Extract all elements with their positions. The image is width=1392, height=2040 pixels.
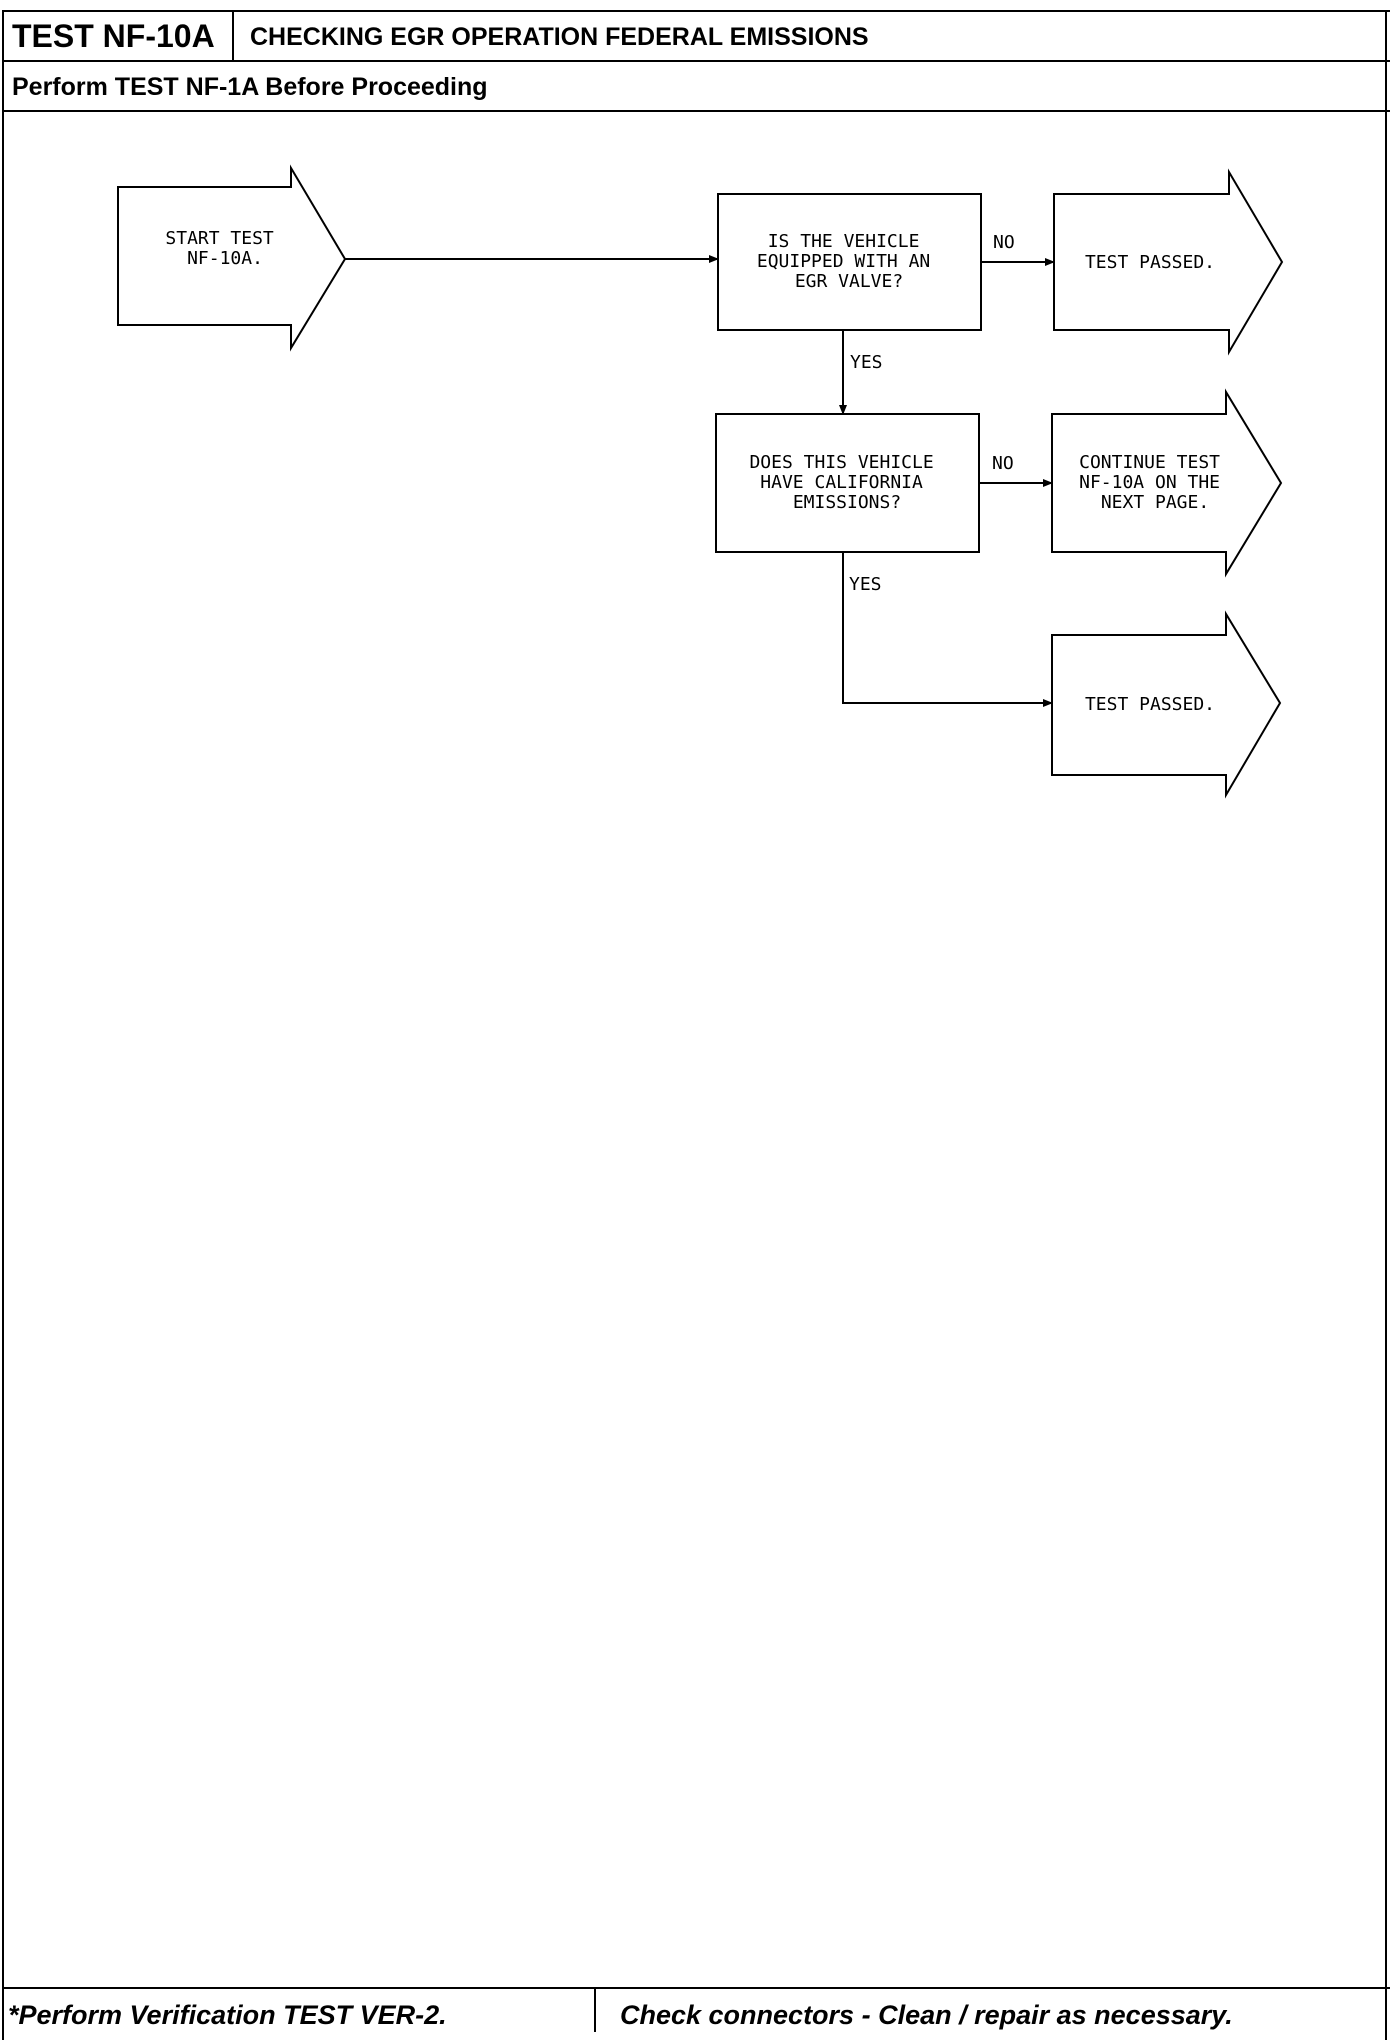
q2-no-label: NO: [992, 453, 1014, 474]
footer-bar: *Perform Verification TEST VER-2. Check …: [2, 1987, 1390, 2032]
q2-yes-label: YES: [849, 574, 882, 595]
footer-divider: [594, 1989, 596, 2032]
q2-no-result: CONTINUE TEST NF-10A ON THE NEXT PAGE.: [1079, 452, 1231, 513]
q1-text: IS THE VEHICLE EQUIPPED WITH AN EGR VALV…: [757, 231, 941, 292]
connector-q2-yes: [842, 552, 1053, 707]
q2-yes-arrow-shape: [1051, 610, 1282, 799]
prerequisite-text: Perform TEST NF-1A Before Proceeding: [12, 73, 488, 101]
q2-no-arrow-shape: [1051, 388, 1283, 578]
test-title: CHECKING EGR OPERATION FEDERAL EMISSIONS: [250, 23, 869, 51]
prerequisite-bar: Perform TEST NF-1A Before Proceeding: [2, 62, 1390, 112]
q2-text: DOES THIS VEHICLE HAVE CALIFORNIA EMISSI…: [749, 452, 944, 513]
q1-no-label: NO: [993, 232, 1015, 253]
q1-no-result: TEST PASSED.: [1085, 252, 1215, 273]
footer-verification-note: *Perform Verification TEST VER-2.: [8, 2000, 447, 2030]
start-label: START TEST NF-10A.: [165, 228, 284, 269]
q1-yes-label: YES: [850, 352, 883, 373]
page-frame: [2, 10, 1387, 2040]
header-bar: TEST NF-10A CHECKING EGR OPERATION FEDER…: [2, 10, 1390, 62]
q2-yes-result: TEST PASSED.: [1085, 694, 1215, 715]
start-arrow-shape: [117, 164, 347, 352]
test-id: TEST NF-10A: [2, 12, 234, 60]
footer-connector-note: Check connectors - Clean / repair as nec…: [620, 2000, 1233, 2030]
q1-no-arrow-shape: [1053, 168, 1284, 356]
